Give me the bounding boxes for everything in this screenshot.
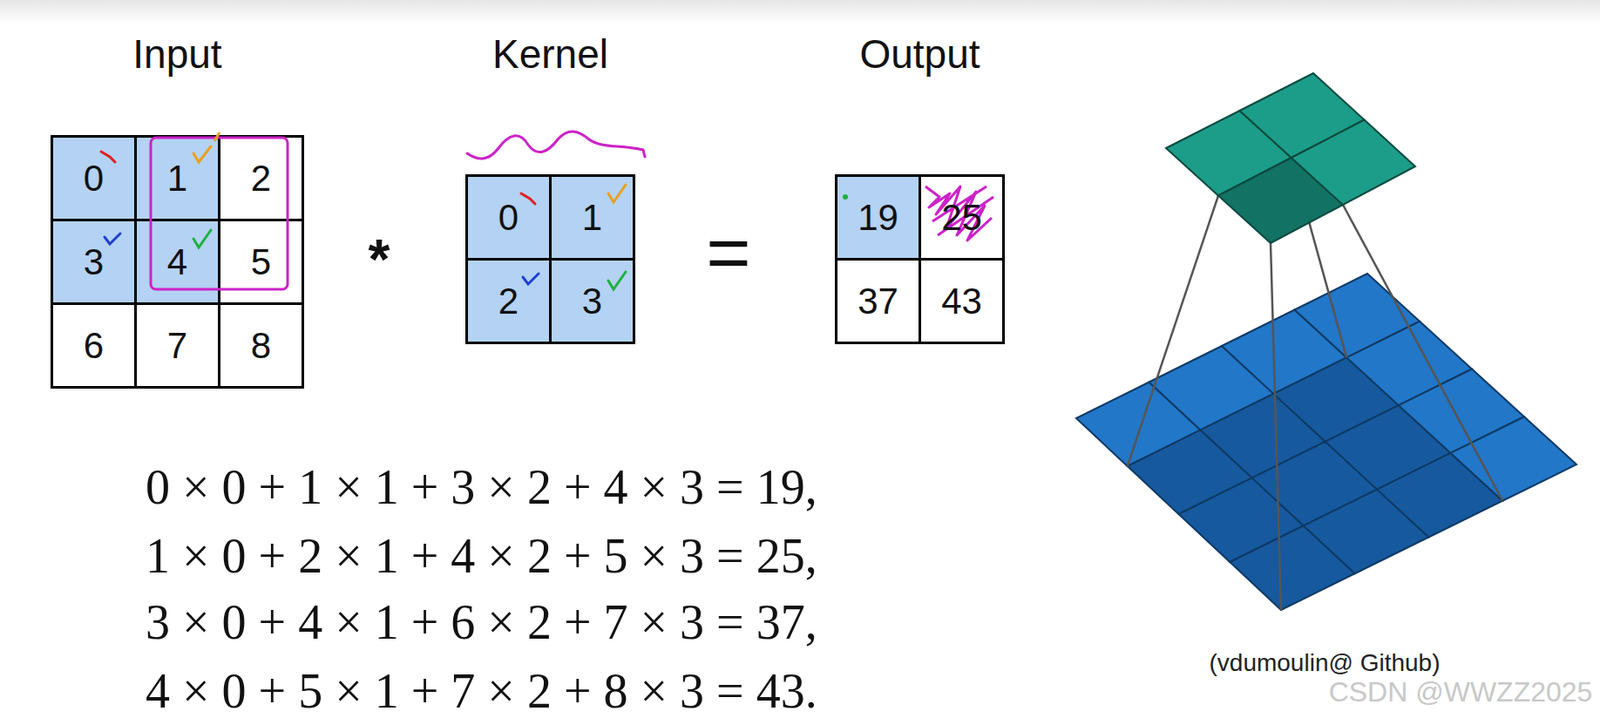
matrix-cell: 2 <box>465 257 552 345</box>
matrix-cell: 0 <box>50 135 137 222</box>
cell-value: 2 <box>250 158 272 199</box>
dot-mark <box>842 194 848 200</box>
tick-mark <box>104 233 121 245</box>
convolution-figure <box>1076 73 1577 611</box>
matrix-grid: Output19253743 <box>834 174 1005 345</box>
operator-symbol: = <box>705 208 751 297</box>
top-band <box>0 0 1600 23</box>
cell-value: 1 <box>582 197 603 238</box>
tick-mark <box>193 146 211 163</box>
cell-value: 1 <box>167 158 188 199</box>
tick-mark <box>101 151 116 163</box>
cell-value: 8 <box>250 325 272 367</box>
matrix-title: Kernel <box>465 32 636 76</box>
cell-value: 7 <box>167 325 188 367</box>
equation: 0 × 0 + 1 × 1 + 3 × 2 + 4 × 3 = 19, <box>145 459 818 516</box>
matrix-title: Input <box>50 32 305 76</box>
matrix-grid: Kernel0123 <box>465 174 636 345</box>
matrix-cell: 1 <box>549 174 636 261</box>
matrix-cell: 1 <box>134 135 221 222</box>
tick-mark <box>521 193 536 204</box>
cell-value: 37 <box>857 281 899 322</box>
credit-caption: (vdumoulin@ Github) <box>1209 649 1441 678</box>
projection-line <box>1342 204 1503 502</box>
matrix-cell: 25 <box>918 174 1005 261</box>
cell-value: 43 <box>941 281 983 322</box>
matrix-cell: 7 <box>134 302 221 389</box>
equation: 3 × 0 + 4 × 1 + 6 × 2 + 7 × 3 = 37, <box>145 594 818 651</box>
cell-value: 5 <box>250 242 272 283</box>
projection-line <box>1127 196 1219 468</box>
matrix-cell: 37 <box>834 257 922 345</box>
operator-symbol: * <box>368 228 391 293</box>
matrix-cell: 43 <box>918 257 1005 345</box>
tick-mark <box>214 132 220 142</box>
matrix-cell: 2 <box>217 135 305 222</box>
cell-value: 25 <box>941 197 983 238</box>
cell-value: 0 <box>83 158 104 199</box>
cell-value: 3 <box>83 242 104 283</box>
projection-line <box>1270 243 1282 611</box>
matrix-cell: 3 <box>50 218 137 306</box>
matrix-cell: 6 <box>50 302 137 389</box>
matrix-cell: 3 <box>549 257 636 345</box>
wave-mark <box>467 131 645 159</box>
input-plane-cell <box>1450 416 1577 502</box>
tick-mark <box>608 184 626 203</box>
matrix-grid: Input012345678 <box>50 135 305 389</box>
watermark: CSDN @WWZZ2025 <box>1328 676 1594 709</box>
equation: 4 × 0 + 5 × 1 + 7 × 2 + 8 × 3 = 43. <box>145 663 818 718</box>
equation: 1 × 0 + 2 × 1 + 4 × 2 + 5 × 3 = 25, <box>145 528 818 584</box>
cell-value: 3 <box>582 281 603 322</box>
matrix-cell: 5 <box>217 218 305 306</box>
matrix-title: Output <box>834 32 1005 76</box>
matrix-cell: 8 <box>217 302 305 389</box>
matrix-cell: 19 <box>834 174 922 261</box>
cell-value: 19 <box>857 197 899 238</box>
tick-mark <box>522 273 539 285</box>
highlight-box <box>150 137 288 290</box>
cell-value: 2 <box>498 281 519 322</box>
cell-value: 0 <box>498 197 519 238</box>
tick-mark <box>608 271 626 290</box>
matrix-cell: 0 <box>465 174 552 261</box>
cell-value: 4 <box>167 242 188 283</box>
matrix-cell: 4 <box>134 218 221 306</box>
output-plane-cell <box>1291 120 1416 206</box>
cell-value: 6 <box>83 325 104 367</box>
scribble-mark <box>925 186 994 241</box>
tick-mark <box>193 230 211 248</box>
